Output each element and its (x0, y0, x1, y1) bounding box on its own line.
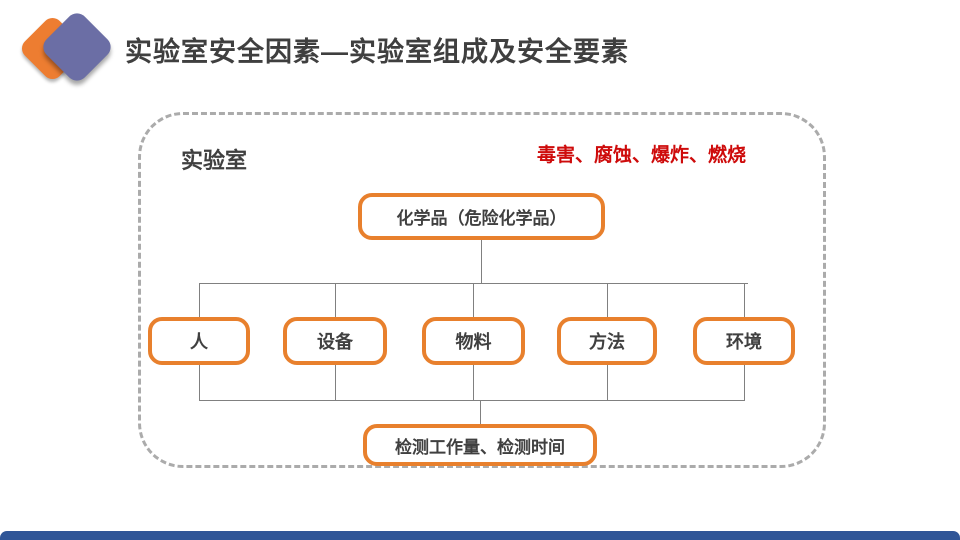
connector-drop-top-5 (744, 284, 745, 317)
node-method: 方法 (557, 317, 657, 365)
hazard-note: 毒害、腐蚀、爆炸、燃烧 (537, 145, 747, 166)
connector-drop-top-3 (473, 284, 474, 317)
footer-accent-bar (0, 531, 960, 540)
node-workload: 检测工作量、检测时间 (363, 424, 597, 466)
connector-drop-bottom-2 (335, 365, 336, 400)
connector-drop-top-4 (607, 284, 608, 317)
connector-drop-bottom-5 (744, 365, 745, 400)
connector-drop-bottom-1 (199, 365, 200, 400)
page-title: 实验室安全因素—实验室组成及安全要素 (125, 37, 629, 67)
connector-lower-rail (199, 400, 745, 401)
node-environment: 环境 (693, 317, 795, 365)
node-material: 物料 (422, 317, 525, 365)
lab-container-label: 实验室 (181, 148, 248, 173)
connector-drop-top-1 (199, 284, 200, 317)
node-person: 人 (148, 317, 250, 365)
node-equipment: 设备 (283, 317, 387, 365)
node-chemicals: 化学品（危险化学品） (358, 193, 605, 240)
lab-dashed-container (138, 112, 826, 468)
connector-result-stem (480, 401, 481, 424)
connector-drop-bottom-4 (607, 365, 608, 400)
connector-drop-bottom-3 (473, 365, 474, 400)
connector-drop-top-2 (335, 284, 336, 317)
connector-root-stem (481, 240, 482, 283)
connector-upper-rail (199, 283, 748, 284)
